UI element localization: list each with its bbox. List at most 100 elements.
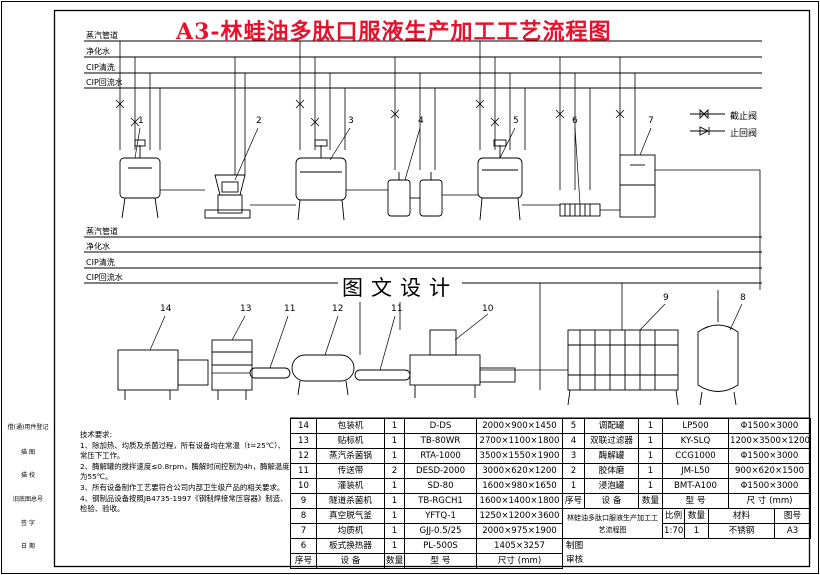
table-cell-name: 胶体磨 xyxy=(584,463,639,479)
plate-heat-exchanger xyxy=(559,203,601,217)
table-cell-name: 蒸汽杀菌锅 xyxy=(316,448,385,464)
pipe-label-water-bottom: 净化水 xyxy=(86,242,110,251)
equipment-number-5: 5 xyxy=(513,116,519,126)
equipment-number-11-left: 11 xyxy=(284,304,296,314)
equipment-number-4: 4 xyxy=(418,116,424,126)
table-cell-no: 9 xyxy=(290,493,317,509)
table-cell-name: 灌装机 xyxy=(316,478,385,494)
title-block-qty-label: 数量 xyxy=(684,508,709,524)
table-cell-model: LP500 xyxy=(662,418,729,434)
notes-heading: 技术要求: xyxy=(80,430,113,439)
pipe-label-cip-return-bottom: CIP回流水 xyxy=(86,273,123,282)
equipment-number-8: 8 xyxy=(740,293,746,303)
table-cell-size: Φ1500×3000 xyxy=(728,448,811,464)
header-qty: 数量 xyxy=(384,553,405,569)
table-cell-model: D-DS xyxy=(404,418,477,434)
notes-item-3: 3、所有设备制作工艺要符合公司内部卫生级产品的相关要求。 xyxy=(80,482,285,492)
side-label-old-drawing-no: 旧底图总号 xyxy=(12,496,43,503)
title-block: 林蛙油多肽口服液生产加工工艺流程图 比例 数量 材料 图号 1:70 1 不锈钢… xyxy=(562,508,811,539)
side-label-trace-check: 描 校 xyxy=(21,472,35,479)
side-label-signature: 签 字 xyxy=(21,520,35,527)
table-cell-qty: 1 xyxy=(638,433,663,449)
side-label-trace: 描 图 xyxy=(21,449,35,456)
table-cell-no: 1 xyxy=(562,478,585,494)
header-no: 序号 xyxy=(290,553,317,569)
table-cell-no: 12 xyxy=(290,448,317,464)
table-cell-model: GJJ-0.5/25 xyxy=(404,523,477,539)
table-cell-size: 1600×980×1650 xyxy=(476,478,563,494)
equipment-number-3: 3 xyxy=(348,116,354,126)
drawing-title: A3-林蛙油多肽口服液生产加工工艺流程图 xyxy=(176,19,612,45)
table-cell-no: 2 xyxy=(562,463,585,479)
drop-valves xyxy=(115,99,625,127)
enzymolysis-tank xyxy=(295,139,347,221)
pipe-label-steam-top: 蒸汽管道 xyxy=(86,31,118,40)
table-cell-name: 贴标机 xyxy=(316,433,385,449)
legend-shutoff-valve: 截止阀 xyxy=(730,112,758,122)
pipe-drops xyxy=(119,41,636,190)
table-cell-size: Φ1500×3000 xyxy=(728,478,811,494)
equipment-number-2: 2 xyxy=(256,116,262,126)
table-cell-name: 传送带 xyxy=(316,463,385,479)
table-cell-qty: 1 xyxy=(638,478,663,494)
header-no: 序号 xyxy=(562,493,585,509)
table-cell-qty: 1 xyxy=(638,448,663,464)
homogenizer xyxy=(619,154,656,218)
soaking-tank xyxy=(119,139,161,219)
side-label-registration: 借(通)用件登记 xyxy=(7,424,49,431)
header-name: 设 备 xyxy=(316,553,385,569)
table-cell-size: 2700×1100×1800 xyxy=(476,433,563,449)
table-cell-no: 8 xyxy=(290,508,317,524)
title-block-audit-label: 审核 xyxy=(566,555,584,565)
table-cell-size: 3500×1550×1900 xyxy=(476,448,563,464)
table-cell-size: 2000×900×1450 xyxy=(476,418,563,434)
equipment-number-9: 9 xyxy=(663,293,669,303)
header-name: 设 备 xyxy=(584,493,639,509)
title-block-qty: 1 xyxy=(684,523,709,539)
pipe-label-cip-top: CIP清洗 xyxy=(86,63,115,72)
blending-tank xyxy=(477,139,523,221)
table-cell-qty: 1 xyxy=(384,523,405,539)
pipe-label-steam-bottom: 蒸汽管道 xyxy=(86,227,118,236)
table-cell-size: 1250×1200×3600 xyxy=(476,508,563,524)
legend-valve-symbols xyxy=(690,108,725,136)
table-cell-no: 4 xyxy=(562,433,585,449)
side-label-date: 日 期 xyxy=(21,543,35,550)
title-block-scale: 1:70 xyxy=(662,523,685,539)
equipment-number-1: 1 xyxy=(138,116,144,126)
vacuum-deaerator xyxy=(697,300,739,406)
table-cell-name: 隧道杀菌机 xyxy=(316,493,385,509)
table-cell-no: 14 xyxy=(290,418,317,434)
equipment-number-12: 12 xyxy=(332,304,344,314)
title-block-material-label: 材料 xyxy=(708,508,775,524)
header-qty: 数量 xyxy=(638,493,663,509)
table-cell-qty: 1 xyxy=(384,418,405,434)
header-model: 型 号 xyxy=(404,553,477,569)
table-cell-model: KY-SLQ xyxy=(662,433,729,449)
notes-item-4: 4、钢制品设备按照JB4735-1997《钢制焊接常压容器》制造、检验、验收。 xyxy=(80,493,288,514)
table-cell-model: CCG1000 xyxy=(662,448,729,464)
table-cell-no: 11 xyxy=(290,463,317,479)
steam-retort xyxy=(291,354,355,396)
table-cell-model: SD-80 xyxy=(404,478,477,494)
packaging-machine xyxy=(117,349,209,400)
table-cell-name: 浸泡罐 xyxy=(584,478,639,494)
conveyors xyxy=(249,367,411,381)
table-cell-name: 双联过滤器 xyxy=(584,433,639,449)
equipment-number-6: 6 xyxy=(572,116,578,126)
table-cell-qty: 1 xyxy=(384,508,405,524)
table-cell-qty: 1 xyxy=(384,433,405,449)
pipe-label-cip-return-top: CIP回流水 xyxy=(86,78,123,87)
table-cell-qty: 1 xyxy=(638,418,663,434)
